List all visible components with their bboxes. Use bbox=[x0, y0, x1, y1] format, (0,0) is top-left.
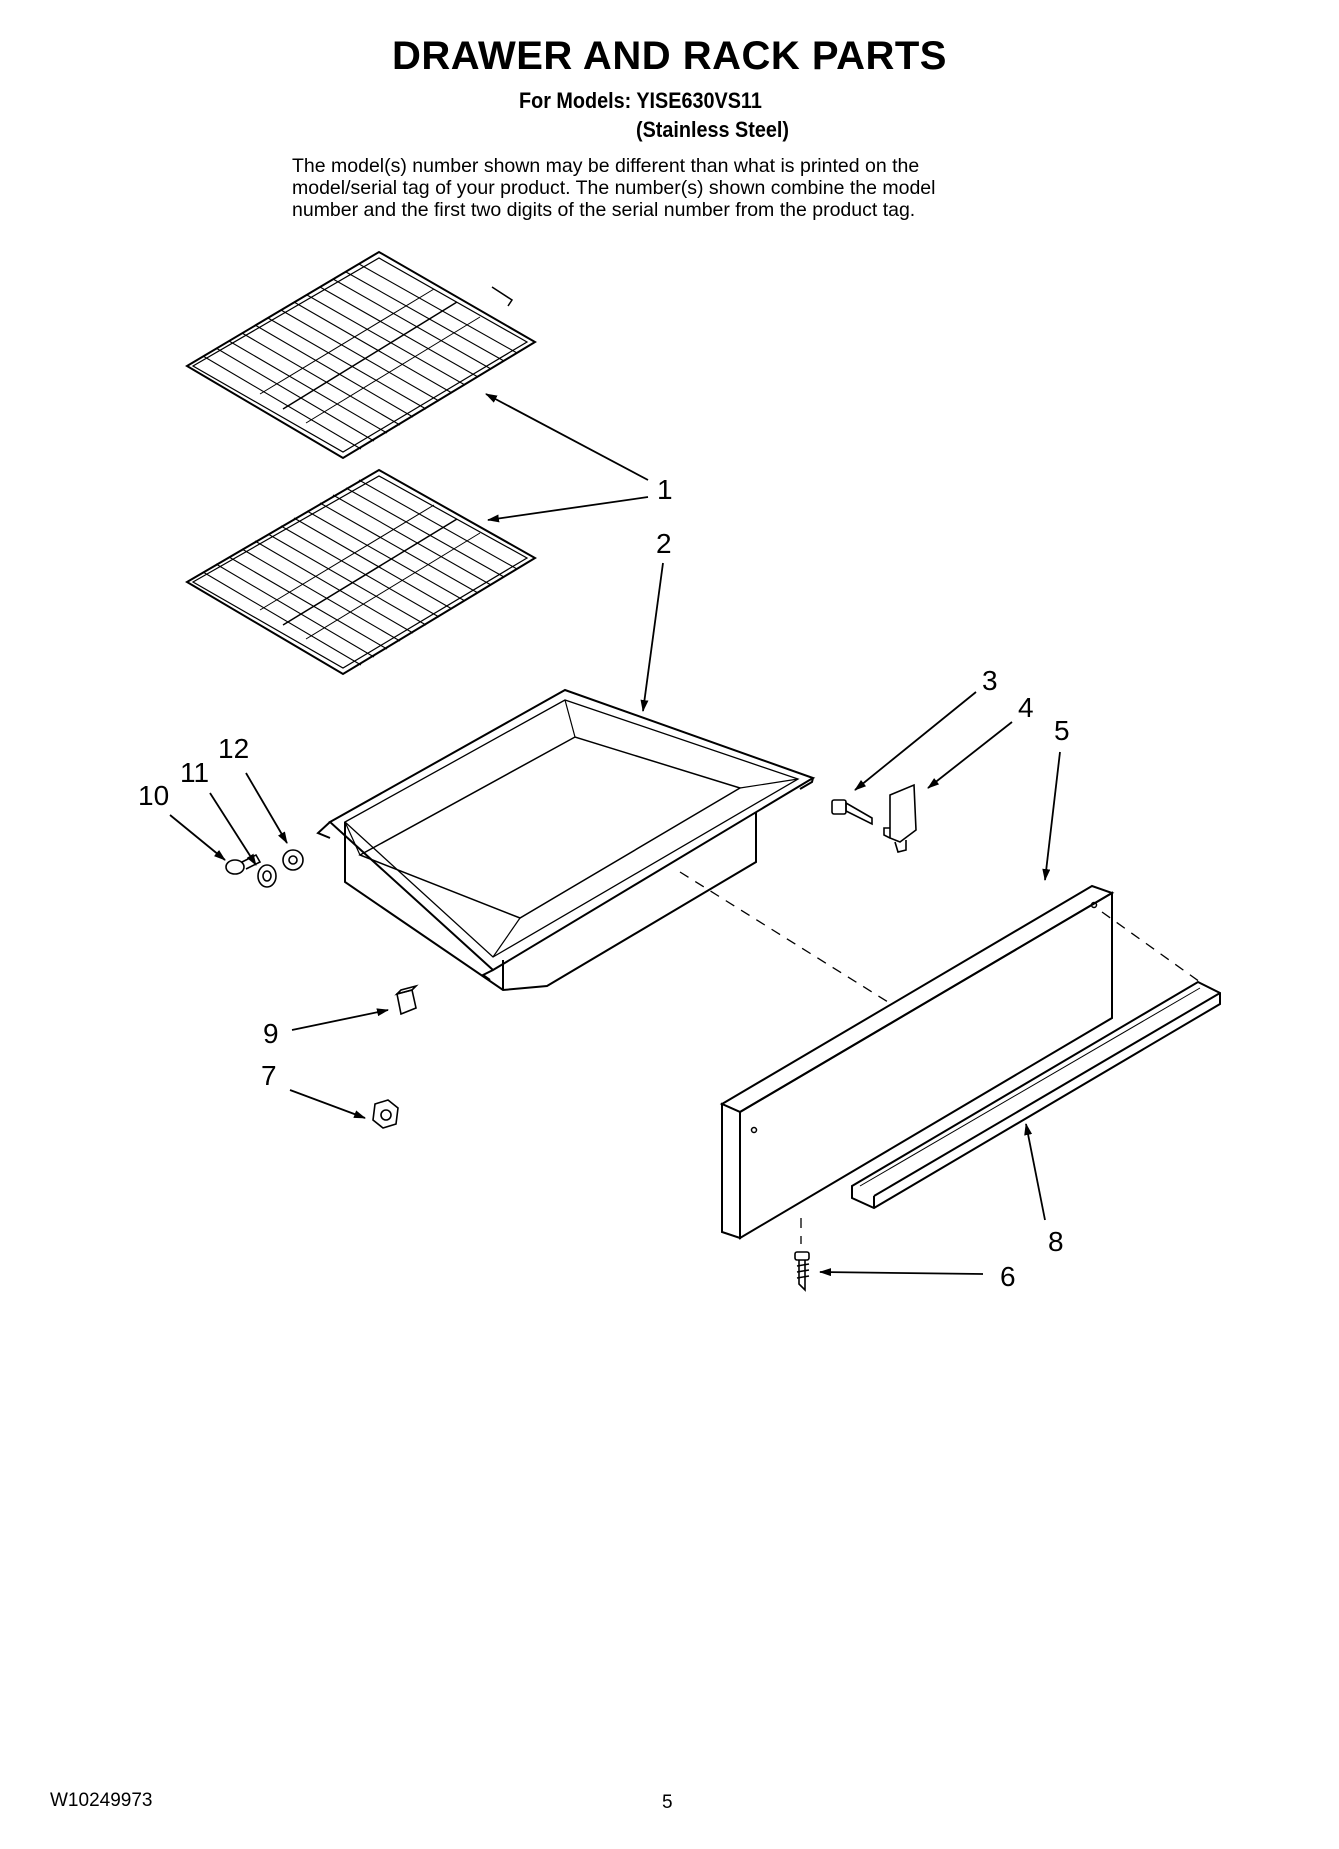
callout-11: 11 bbox=[180, 757, 209, 788]
model-number-note: The model(s) number shown may be differe… bbox=[292, 155, 1092, 221]
screw-part-3 bbox=[831, 799, 873, 826]
nut-part-12 bbox=[282, 849, 304, 871]
callout-2: 2 bbox=[656, 528, 672, 559]
screw-part-6 bbox=[794, 1251, 810, 1292]
oven-rack-lower bbox=[185, 468, 537, 676]
callout-5: 5 bbox=[1054, 715, 1070, 746]
callout-4: 4 bbox=[1018, 692, 1034, 723]
callout-12: 12 bbox=[218, 733, 249, 764]
models-line: For Models: YISE630VS11 bbox=[519, 88, 762, 113]
callout-6: 6 bbox=[1000, 1261, 1016, 1292]
callout-3: 3 bbox=[982, 665, 998, 696]
note-line-3: number and the first two digits of the s… bbox=[292, 199, 916, 221]
callout-1: 1 bbox=[657, 474, 673, 505]
clip-part-9 bbox=[394, 984, 419, 1016]
nut-part-7 bbox=[372, 1099, 399, 1129]
bracket-part-4 bbox=[883, 783, 917, 853]
drawer-front-panel bbox=[719, 884, 1115, 1240]
washer-part-11 bbox=[257, 864, 277, 888]
document-number: W10249973 bbox=[50, 1790, 153, 1811]
assembly-lines bbox=[679, 871, 1201, 1244]
leader-lines bbox=[169, 393, 1061, 1277]
callout-8: 8 bbox=[1048, 1226, 1064, 1257]
page-title: DRAWER AND RACK PARTS bbox=[392, 34, 947, 78]
note-line-1: The model(s) number shown may be differe… bbox=[292, 155, 920, 177]
callout-9: 9 bbox=[263, 1018, 279, 1049]
callout-7: 7 bbox=[261, 1060, 277, 1091]
note-line-2: model/serial tag of your product. The nu… bbox=[292, 177, 936, 199]
drawer-pan bbox=[316, 688, 816, 992]
callout-10: 10 bbox=[138, 780, 169, 811]
page-number: 5 bbox=[662, 1792, 673, 1813]
oven-rack-upper bbox=[185, 250, 537, 460]
material-label: (Stainless Steel) bbox=[636, 117, 789, 142]
drawer-handle bbox=[851, 980, 1221, 1210]
